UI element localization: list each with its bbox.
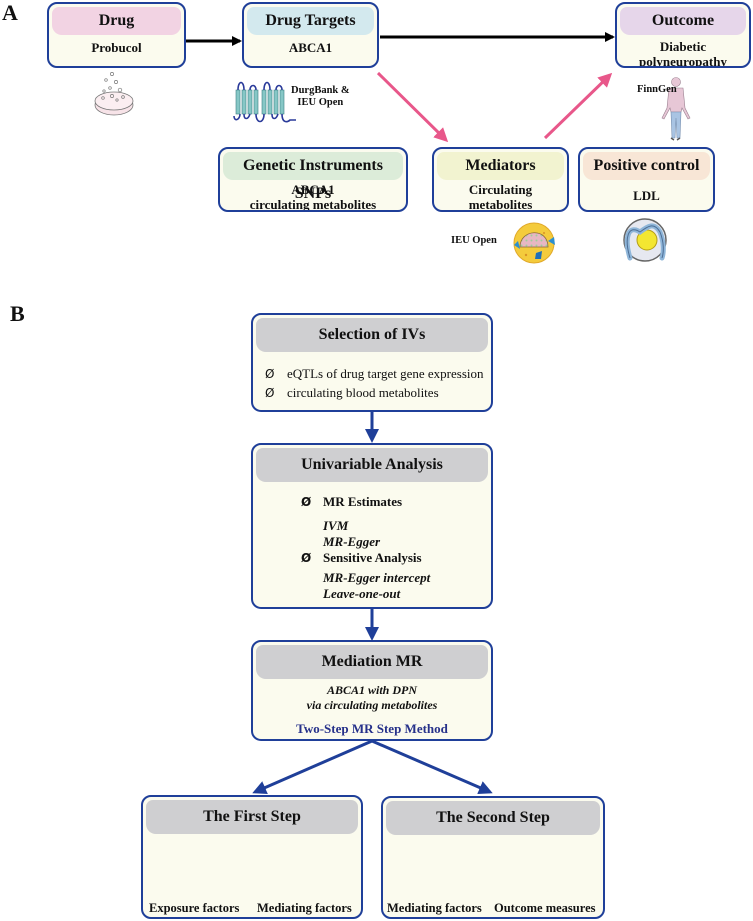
bullet-icon: Ø bbox=[265, 386, 275, 400]
exposure-factors-caption: Exposure factors bbox=[149, 901, 240, 915]
univariable-analysis-box: Univariable Analysis Ø MR Estimates IVM M… bbox=[251, 443, 493, 609]
bullet-icon: Ø bbox=[301, 495, 312, 509]
genetic-instruments-box-title: Genetic Instruments SNPs bbox=[223, 152, 403, 202]
genetic-instruments-box: Genetic Instruments SNPs ABCA1 circulati… bbox=[218, 147, 408, 212]
outcome-measures-caption: Outcome measures bbox=[494, 901, 596, 915]
mediation-line2: via circulating metabolites bbox=[306, 698, 438, 712]
outcome-box-value-line2: polyneuropathy bbox=[639, 54, 727, 68]
bullet-icon: Ø bbox=[301, 551, 312, 565]
protein-icon bbox=[233, 81, 297, 123]
univariable-analysis-title: Univariable Analysis bbox=[256, 448, 488, 482]
source-line2: IEU Open bbox=[297, 97, 344, 108]
drug-targets-box-value: ABCA1 bbox=[288, 40, 333, 55]
method-item: Leave-one-out bbox=[323, 586, 401, 601]
mediating-factors-caption: Mediating factors bbox=[387, 901, 482, 915]
mediators-box: Mediators Circulating metabolites bbox=[432, 147, 569, 212]
drug-targets-source: DurgBank & IEU Open bbox=[291, 85, 350, 109]
method-item: MR-Egger intercept bbox=[323, 570, 431, 585]
selection-item-text: eQTLs of drug target gene expression bbox=[287, 366, 484, 381]
group-heading: Ø MR Estimates bbox=[301, 494, 402, 510]
genetic-instruments-value-line1: ABCA1 bbox=[291, 182, 335, 197]
selection-item-text: circulating blood metabolites bbox=[287, 385, 439, 400]
drug-targets-box: Drug Targets ABCA1 bbox=[242, 2, 379, 68]
arrow-mediators-to-outcome bbox=[543, 72, 613, 140]
method-item: MR-Egger bbox=[323, 534, 381, 549]
mediation-mr-title: Mediation MR bbox=[256, 645, 488, 679]
group-heading-text: MR Estimates bbox=[323, 494, 403, 509]
arrow-mediation-to-first-step bbox=[252, 739, 373, 795]
positive-control-box: Positive control LDL bbox=[578, 147, 715, 212]
mediation-mr-box: Mediation MR ABCA1 with DPN via circulat… bbox=[251, 640, 493, 741]
drug-box: Drug Probucol bbox=[47, 2, 186, 68]
bullet-icon: Ø bbox=[265, 367, 275, 381]
outcome-source: FinnGen bbox=[637, 84, 677, 95]
pill-icon bbox=[94, 72, 134, 116]
lipoprotein-icon bbox=[513, 222, 556, 264]
outcome-box: Outcome Diabetic polyneuropathy bbox=[615, 2, 751, 68]
genetic-instruments-value-line2: circulating metabolites bbox=[249, 197, 377, 212]
selection-of-ivs-title: Selection of IVs bbox=[256, 318, 488, 352]
group-heading: Ø Sensitive Analysis bbox=[301, 550, 422, 566]
mediation-method: Two-Step MR Step Method bbox=[296, 721, 448, 736]
outcome-box-value-line1: Diabetic bbox=[659, 39, 707, 54]
positive-control-value: LDL bbox=[633, 188, 660, 203]
second-step-box: The Second Step Mediating factors Outcom… bbox=[381, 796, 605, 919]
mediating-factors-caption: Mediating factors bbox=[257, 901, 352, 915]
mediation-line1: ABCA1 with DPN bbox=[326, 683, 418, 697]
method-item: IVM bbox=[323, 518, 349, 533]
outcome-box-title: Outcome bbox=[620, 7, 746, 35]
drug-targets-box-title: Drug Targets bbox=[247, 7, 374, 35]
group-heading-text: Sensitive Analysis bbox=[323, 550, 422, 565]
panel-a-label: A bbox=[2, 0, 18, 25]
positive-control-box-title: Positive control bbox=[583, 152, 710, 180]
second-step-title: The Second Step bbox=[386, 801, 600, 835]
drug-box-value: Probucol bbox=[91, 40, 142, 55]
ldl-particle-icon bbox=[623, 218, 667, 262]
drug-box-title: Drug bbox=[52, 7, 181, 35]
mediators-source: IEU Open bbox=[451, 235, 497, 246]
first-step-box: The First Step Exposure factors Mediatin… bbox=[141, 795, 363, 919]
first-step-title: The First Step bbox=[146, 800, 358, 834]
arrow-mediation-to-second-step bbox=[371, 739, 493, 795]
mediators-value-line1: Circulating bbox=[468, 182, 533, 197]
arrow-target-to-mediators bbox=[376, 71, 449, 143]
panel-b-label: B bbox=[10, 301, 25, 326]
source-line1: DurgBank & bbox=[291, 85, 350, 96]
mediators-value-line2: metabolites bbox=[468, 197, 533, 212]
mediators-box-title: Mediators bbox=[437, 152, 564, 180]
